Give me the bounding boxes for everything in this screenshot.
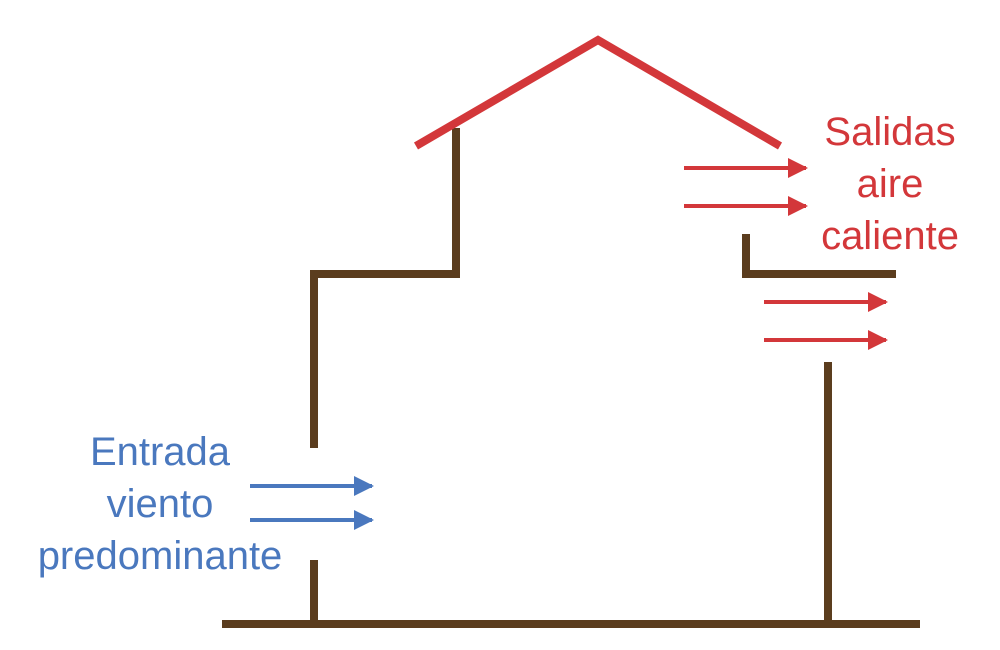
left-wall-upper-step [310, 128, 460, 448]
outlet-label-line1: Salidas [824, 110, 956, 154]
right-wall-upper-ledge [742, 234, 896, 278]
outlet-label-line2: aire [856, 162, 924, 206]
inlet-label-line3: predominante [37, 534, 283, 578]
inlet-label: Entrada viento predominante [10, 426, 310, 582]
roof [413, 35, 783, 150]
inlet-label-line2: viento [106, 482, 214, 526]
outlet-label: Salidas aire caliente [790, 106, 990, 262]
outlet-label-line3: caliente [821, 214, 959, 258]
inlet-label-line1: Entrada [89, 430, 231, 474]
